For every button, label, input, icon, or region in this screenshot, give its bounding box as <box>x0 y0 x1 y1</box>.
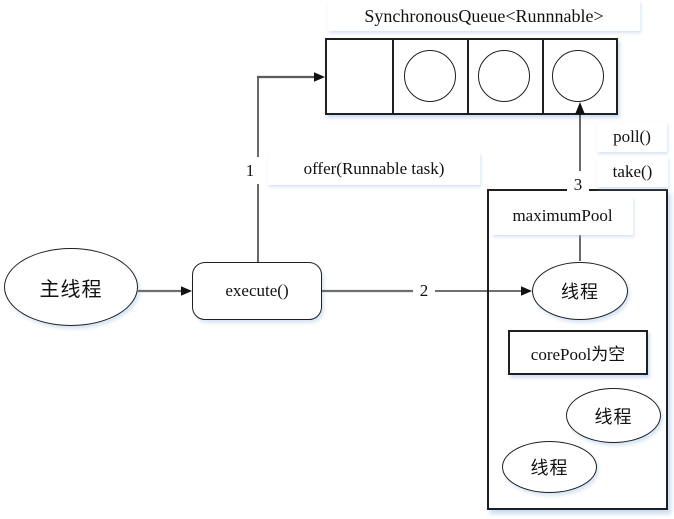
thread-ellipse-3: 线程 <box>502 441 597 493</box>
thread-ellipse-1: 线程 <box>532 262 628 320</box>
step-2-label: 2 <box>413 277 435 304</box>
step-3-label: 3 <box>567 171 589 198</box>
arrow-main-to-execute <box>137 286 192 296</box>
thread-ellipse-2: 线程 <box>566 388 661 443</box>
poll-label: poll() <box>597 122 667 152</box>
offer-label: offer(Runnable task) <box>268 153 480 185</box>
execute-box: execute() <box>192 262 322 320</box>
synchronous-queue-box <box>325 38 618 115</box>
queue-cell-divider <box>467 40 469 113</box>
queued-task-circle <box>552 50 604 102</box>
queued-task-circle <box>404 50 456 102</box>
core-pool-box: corePool为空 <box>508 330 648 375</box>
main-thread-ellipse: 主线程 <box>4 248 138 326</box>
maximum-pool-label: maximumPool <box>492 197 633 235</box>
step-1-label: 1 <box>239 157 261 184</box>
queue-title-label: SynchronousQueue<Runnnable> <box>328 1 640 31</box>
queue-cell-divider <box>542 40 544 113</box>
queue-cell-divider <box>392 40 394 113</box>
queued-task-circle <box>478 50 530 102</box>
take-label: take() <box>597 157 668 187</box>
